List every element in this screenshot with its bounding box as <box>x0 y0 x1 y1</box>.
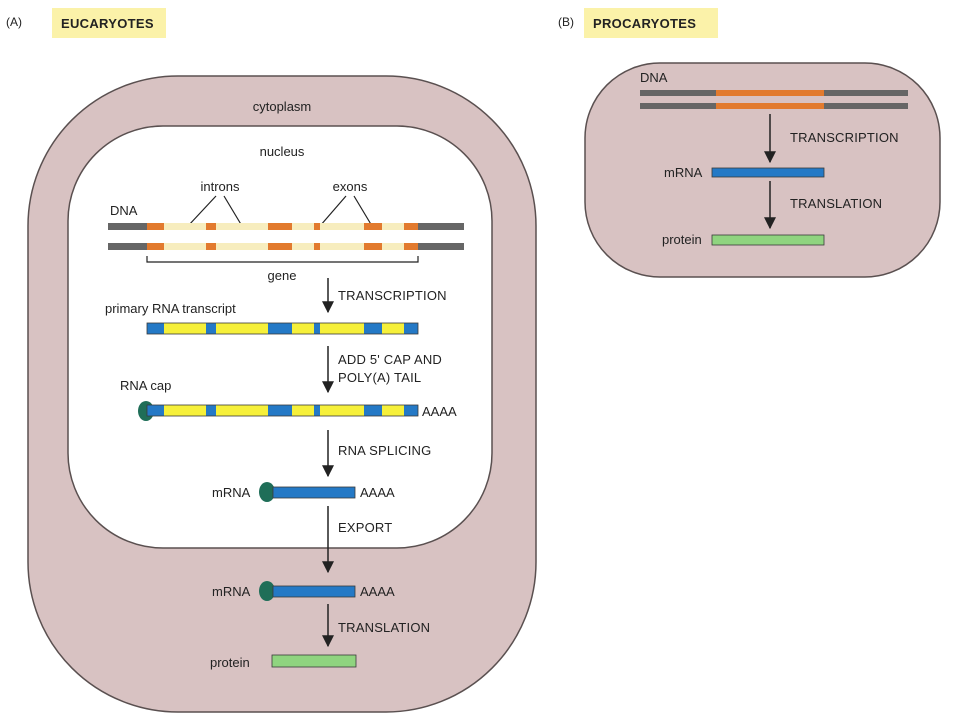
procaryote-protein-label: protein <box>662 232 702 247</box>
capped-intron-segment <box>216 405 268 416</box>
gene-segments-top <box>147 223 418 230</box>
mrna-cytoplasm-label: mRNA <box>212 584 251 599</box>
capped-exon-segment <box>147 405 164 416</box>
transcription-step: TRANSCRIPTION <box>338 288 447 303</box>
capped-exon-segment <box>268 405 292 416</box>
primary-intron-segment <box>382 323 404 334</box>
mrna-cytoplasm-strand <box>272 585 356 598</box>
gene-segments-bottom <box>147 243 418 250</box>
exons-label: exons <box>333 179 368 194</box>
dna-bottom-exon-segment <box>147 243 164 250</box>
primary-exon-segment <box>364 323 382 334</box>
eucaryotes-title-box <box>52 8 166 38</box>
primary-exon-segment <box>206 323 216 334</box>
dna-bottom-intron-segment <box>382 243 404 250</box>
gene-label: gene <box>268 268 297 283</box>
dna-bottom-intron-segment <box>292 243 314 250</box>
procaryote-mrna-label: mRNA <box>664 165 703 180</box>
procaryote-transcription-step: TRANSCRIPTION <box>790 130 899 145</box>
capped-intron-segment <box>292 405 314 416</box>
procaryote-gene-bottom <box>716 103 824 109</box>
dna-label: DNA <box>110 203 138 218</box>
transcript-outline <box>146 404 419 417</box>
cap-tail-step-line2: POLY(A) TAIL <box>338 370 421 385</box>
capped-intron-segment <box>320 405 364 416</box>
introns-pointer <box>187 195 243 227</box>
dna-top-exon-segment <box>404 223 418 230</box>
nucleus-label: nucleus <box>260 144 305 159</box>
cap-tail-step-line1: ADD 5' CAP AND <box>338 352 442 367</box>
poly-a-tail-nucleus: AAAA <box>360 485 395 500</box>
rna-cap-label: RNA cap <box>120 378 171 393</box>
dna-top-intron-segment <box>216 223 268 230</box>
eucaryotes-title: EUCARYOTES <box>61 16 154 31</box>
procaryote-gene-top <box>716 90 824 96</box>
eucaryotes-panel: (A) EUCARYOTES cytoplasm nucleus DNA int… <box>6 8 537 713</box>
dna-bottom-exon-segment <box>268 243 292 250</box>
procaryote-translation-step: TRANSLATION <box>790 196 882 211</box>
primary-exon-segment <box>314 323 320 334</box>
dna-bottom-intron-segment <box>164 243 206 250</box>
dna-top-exon-segment <box>314 223 320 230</box>
dna-bottom-exon-segment <box>314 243 320 250</box>
export-step: EXPORT <box>338 520 392 535</box>
gene-bracket <box>146 256 419 263</box>
primary-transcript-label: primary RNA transcript <box>105 301 236 316</box>
nucleus <box>67 125 493 549</box>
capped-exon-segment <box>404 405 418 416</box>
cytoplasm-label: cytoplasm <box>253 99 312 114</box>
capped-exon-segment <box>206 405 216 416</box>
mrna-nucleus-strand <box>272 486 356 499</box>
primary-intron-segment <box>320 323 364 334</box>
capped-exon-segment <box>314 405 320 416</box>
primary-rna-transcript <box>146 322 419 335</box>
dna-top-intron-segment <box>292 223 314 230</box>
capped-intron-segment <box>382 405 404 416</box>
translation-step-eucaryotes: TRANSLATION <box>338 620 430 635</box>
dna-top-intron-segment <box>320 223 364 230</box>
procaryote-protein-bar <box>711 234 825 246</box>
procaryote-dna <box>640 90 908 109</box>
dna-bottom-exon-segment <box>364 243 382 250</box>
poly-a-tail-cytoplasm: AAAA <box>360 584 395 599</box>
splicing-step: RNA SPLICING <box>338 443 431 458</box>
poly-a-tail-pre-splicing: AAAA <box>422 404 457 419</box>
procaryotes-title-box <box>584 8 718 38</box>
dna-top-intron-segment <box>382 223 404 230</box>
dna-top-exon-segment <box>268 223 292 230</box>
dna-top-exon-segment <box>206 223 216 230</box>
primary-exon-segment <box>404 323 418 334</box>
procaryote-dna-label: DNA <box>640 70 668 85</box>
capped-exon-segment <box>364 405 382 416</box>
dna-double-helix <box>108 223 464 250</box>
panel-a-letter: (A) <box>6 15 22 29</box>
capped-rna-transcript <box>146 404 419 417</box>
introns-label: introns <box>200 179 240 194</box>
protein-label-eucaryotes: protein <box>210 655 250 670</box>
dna-bottom-intron-segment <box>216 243 268 250</box>
procaryotes-title: PROCARYOTES <box>593 16 696 31</box>
primary-exon-segment <box>268 323 292 334</box>
protein-bar-eucaryotes <box>271 654 357 668</box>
primary-intron-segment <box>164 323 206 334</box>
mrna-nucleus-label: mRNA <box>212 485 251 500</box>
dna-top-exon-segment <box>364 223 382 230</box>
exons-pointer <box>319 195 373 227</box>
mrna-nucleus-cap <box>259 482 275 502</box>
procaryotes-panel: (B) PROCARYOTES DNA TRANSCRIPTION mRNA T… <box>558 8 941 278</box>
dna-top-intron-segment <box>164 223 206 230</box>
dna-bottom-exon-segment <box>206 243 216 250</box>
dna-bottom-intron-segment <box>320 243 364 250</box>
dna-bottom-exon-segment <box>404 243 418 250</box>
procaryote-mrna-strand <box>711 167 825 178</box>
capped-intron-segment <box>164 405 206 416</box>
primary-intron-segment <box>216 323 268 334</box>
primary-intron-segment <box>292 323 314 334</box>
mrna-cytoplasm-cap <box>259 581 275 601</box>
panel-b-letter: (B) <box>558 15 574 29</box>
transcript-outline <box>146 322 419 335</box>
primary-exon-segment <box>147 323 164 334</box>
dna-top-exon-segment <box>147 223 164 230</box>
